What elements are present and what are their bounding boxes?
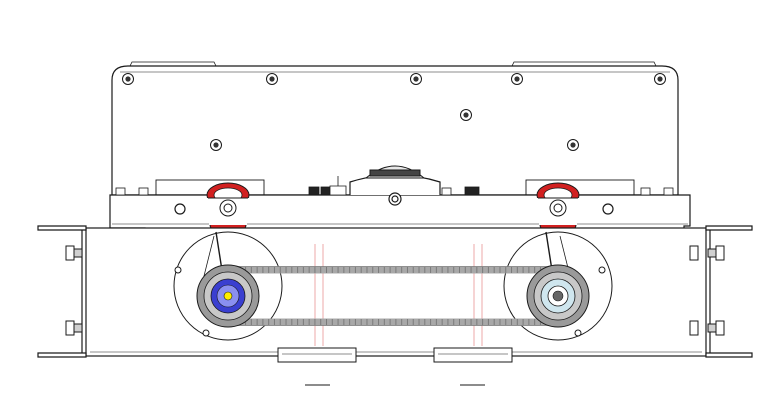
- left-flange: [37, 225, 87, 231]
- side-bolt-rt: [707, 245, 725, 261]
- center-tab-hole-inner: [391, 195, 399, 203]
- right-disc-hole-b: [574, 329, 582, 337]
- right-disc-hole-a: [598, 266, 606, 274]
- center-idler-band: [369, 169, 421, 177]
- bolt-5: [654, 73, 666, 85]
- side-bolt-lt: [65, 245, 83, 261]
- bolt-center: [570, 142, 576, 148]
- bracket-hole-left: [174, 203, 186, 215]
- right-flange-bottom: [705, 352, 753, 358]
- connector-left-2: [320, 186, 332, 196]
- bracket-connectors: [115, 176, 674, 196]
- bolt-center: [125, 76, 131, 82]
- left-flange-bottom: [37, 352, 87, 358]
- pulley-shaft: [552, 290, 564, 302]
- bolt-center: [213, 142, 219, 148]
- bolt-center: [269, 76, 275, 82]
- connector-right: [464, 186, 480, 196]
- lower-roller-mask: [209, 215, 247, 225]
- bolt-7: [210, 139, 222, 151]
- small-block-l1: [115, 187, 126, 196]
- side-bolt-lb2: [689, 320, 699, 336]
- pulley-right: [526, 264, 590, 328]
- foot-right: [433, 347, 513, 363]
- left-arm-b: [203, 235, 215, 277]
- bottom-feet: [277, 347, 513, 386]
- left-disc-hole-a: [174, 266, 182, 274]
- housing-bolts: [122, 73, 666, 151]
- center-lines: [314, 244, 483, 346]
- small-block-r1: [640, 187, 651, 196]
- guide-rollers: [206, 182, 580, 235]
- bolt-4: [511, 73, 523, 85]
- belt-edges: [228, 266, 558, 326]
- connector-switch: [329, 176, 347, 196]
- center-idler: [364, 165, 426, 179]
- connector-left: [308, 186, 320, 196]
- side-bolt-rb: [707, 320, 725, 336]
- housing-outline: [111, 65, 679, 196]
- red-roller-left: [206, 182, 250, 235]
- small-block-l2: [138, 187, 149, 196]
- side-bolt-lt2: [689, 245, 699, 261]
- roller-axle: [553, 203, 563, 213]
- bolt-6: [460, 109, 472, 121]
- bolt-8: [567, 139, 579, 151]
- roller-axle: [223, 203, 233, 213]
- pulley-shaft: [223, 291, 233, 301]
- side-bolts: [65, 245, 725, 336]
- bolt-center: [514, 76, 520, 82]
- small-block-c1: [441, 187, 452, 196]
- housing-right-tab: [511, 61, 657, 67]
- bolt-1: [122, 73, 134, 85]
- housing-left-tab: [129, 61, 217, 67]
- bracket-hole-right: [602, 203, 614, 215]
- bolt-center: [463, 112, 469, 118]
- bolt-3: [410, 73, 422, 85]
- bolt-center: [413, 76, 419, 82]
- side-bolt-lb: [65, 320, 83, 336]
- bolt-2: [266, 73, 278, 85]
- lower-roller-mask: [539, 215, 577, 225]
- top-housing: [111, 61, 679, 196]
- foot-left: [277, 347, 357, 363]
- bolt-center: [657, 76, 663, 82]
- small-block-r2: [663, 187, 674, 196]
- base-frame: [37, 225, 753, 358]
- pulley-left: [196, 264, 260, 328]
- left-disc-hole-b: [202, 329, 210, 337]
- right-flange: [705, 225, 753, 231]
- pulleys: [196, 264, 590, 328]
